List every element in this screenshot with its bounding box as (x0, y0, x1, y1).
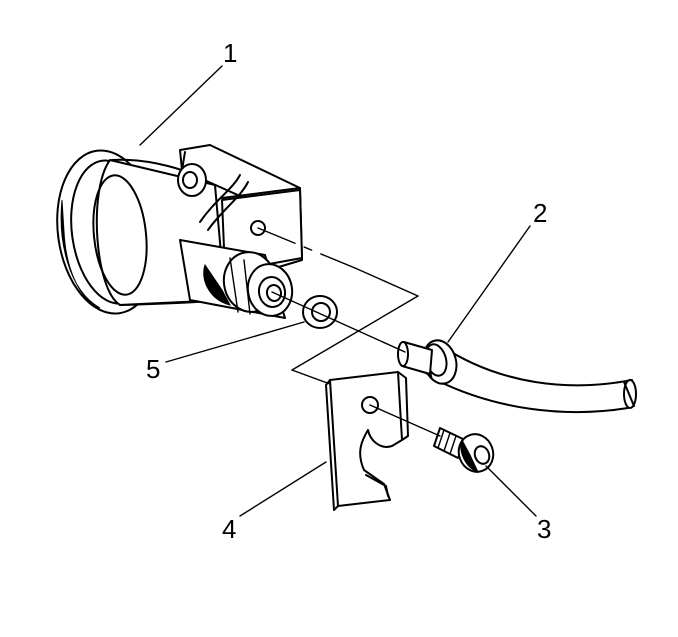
part-4-retaining-plate (325, 371, 409, 511)
part-3-bolt (433, 427, 495, 473)
part-1-cylinder-assembly (56, 144, 303, 319)
part-2-hose-fitting (397, 339, 637, 414)
part-5-o-ring (302, 295, 338, 329)
leader-lines (139, 65, 537, 517)
callout-1-label: 1 (223, 38, 237, 68)
leader-line-3 (485, 465, 537, 517)
callout-5-label: 5 (146, 354, 160, 384)
leader-line-2 (447, 225, 531, 343)
leader-line-5 (165, 321, 305, 363)
callout-4-label: 4 (222, 514, 236, 544)
leader-line-1 (139, 65, 223, 146)
callout-labels: 1 2 3 4 5 (146, 38, 551, 544)
callout-3-label: 3 (537, 514, 551, 544)
alignment-lines (257, 227, 441, 437)
leader-line-4 (239, 461, 327, 517)
callout-2-label: 2 (533, 198, 547, 228)
